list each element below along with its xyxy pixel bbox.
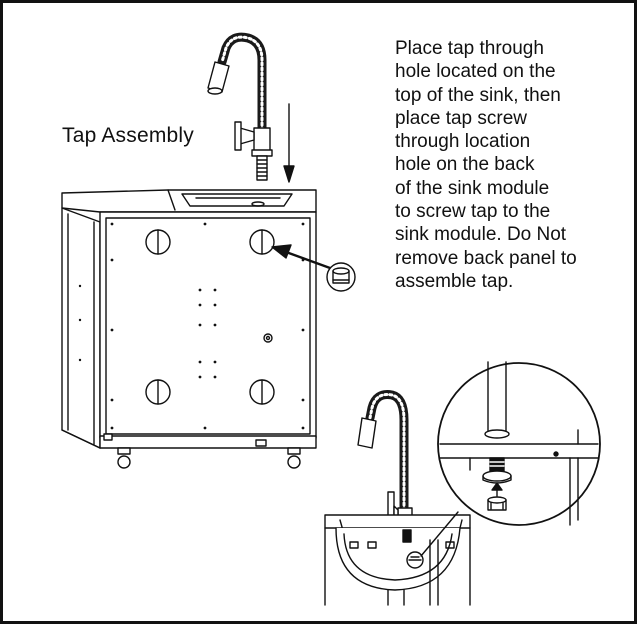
- instruction-line: hole on the back: [395, 154, 535, 176]
- screw-dots: [78, 222, 305, 430]
- sink-detail-view: [324, 390, 471, 606]
- down-arrow-icon: [283, 103, 295, 183]
- instruction-line: assemble tap.: [395, 270, 514, 292]
- instruction-line: sink module. Do Not: [395, 224, 567, 246]
- instructions-text: Place tap through hole located on the to…: [395, 37, 627, 293]
- instruction-line: to screw tap to the: [395, 201, 551, 223]
- sink-cabinet: [61, 189, 317, 469]
- section-title: Tap Assembly: [62, 124, 194, 147]
- instruction-line: place tap screw: [395, 107, 528, 129]
- instruction-line: of the sink module: [395, 177, 550, 199]
- pointer-arrow-icon: [271, 244, 332, 270]
- tap-upper: [207, 32, 273, 181]
- caster-wheels: [103, 433, 301, 469]
- tap-nut-icon: [326, 262, 356, 292]
- instruction-line: hole located on the: [395, 61, 556, 83]
- instruction-line: through location: [395, 131, 531, 153]
- zoom-detail-circle: [437, 361, 601, 526]
- instruction-line: Place tap through: [395, 38, 544, 59]
- instruction-line: remove back panel to: [395, 247, 577, 269]
- instruction-line: top of the sink, then: [395, 84, 561, 106]
